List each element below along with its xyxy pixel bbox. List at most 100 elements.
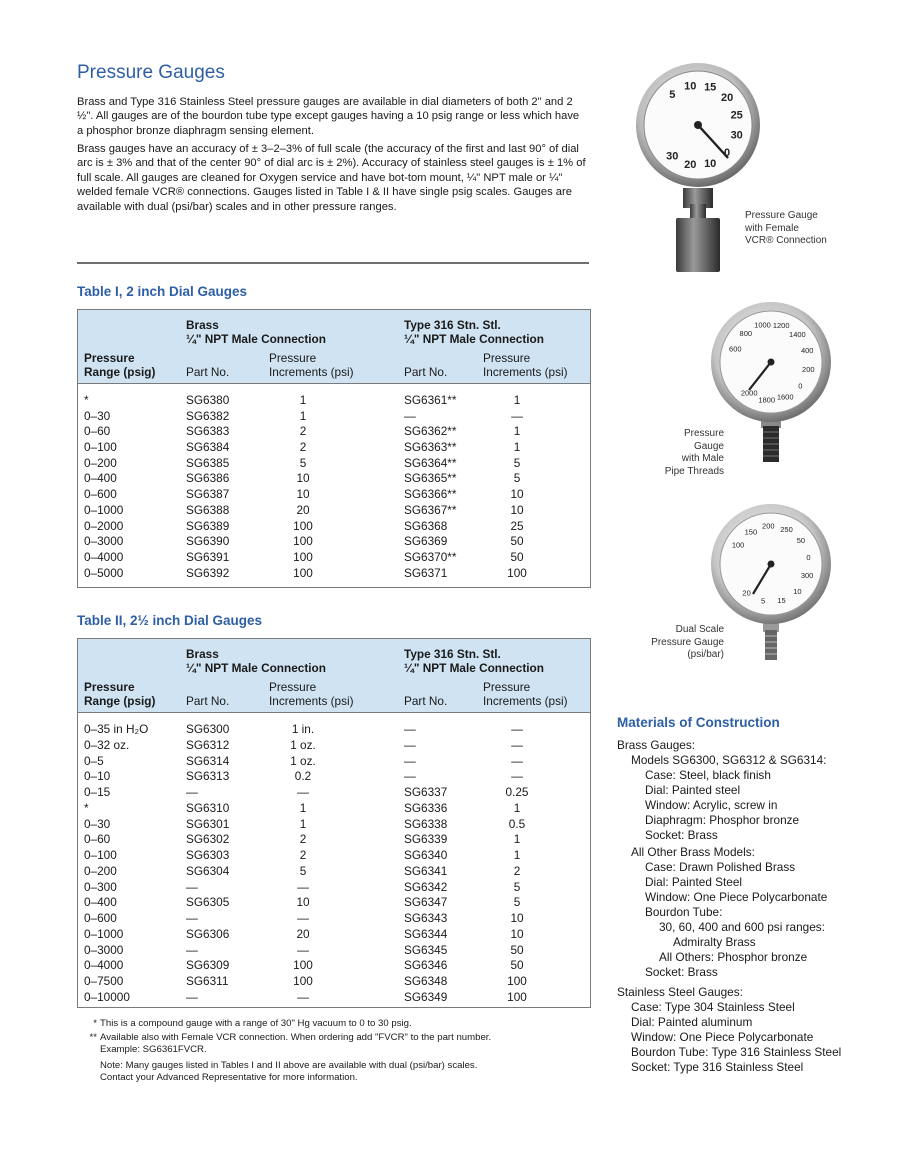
ss-increment-cell: 0.5 xyxy=(508,816,526,831)
materials-line: All Others: Phosphor bronze xyxy=(659,950,808,964)
dial-numeral: 2000 xyxy=(741,389,758,398)
ss-increments-heading-2: Increments (psi) xyxy=(483,694,568,708)
ss-increment-cell: 1 xyxy=(513,440,521,455)
pressure-range-cell: 0–1000 xyxy=(84,502,124,517)
brass-part-no-cell: SG6311 xyxy=(186,974,229,988)
pressure-range-cell: 0–2000 xyxy=(84,518,124,533)
ss-increment-cell: — xyxy=(511,737,523,752)
caption-line: Dual Scale xyxy=(675,624,724,635)
dial-numeral: 250 xyxy=(780,525,793,534)
dial-numeral: 50 xyxy=(797,536,805,545)
brass-increment-cell: 10 xyxy=(296,895,310,910)
footnote-text: This is a compound gauge with a range of… xyxy=(100,1018,412,1029)
footnote-mark: * xyxy=(93,1018,97,1029)
ss-increment-cell: — xyxy=(511,769,523,784)
gauge-needle xyxy=(748,361,772,391)
ss-heading: Type 316 Stn. Stl. xyxy=(404,318,501,332)
ss-increment-cell: 10 xyxy=(510,502,524,517)
materials-line: Dial: Painted Steel xyxy=(645,875,743,889)
pressure-range-cell: * xyxy=(84,393,89,407)
footnote-note-2: Contact your Advanced Representative for… xyxy=(100,1072,358,1083)
dial-numeral: 15 xyxy=(704,82,716,94)
materials-line: Brass Gauges: xyxy=(617,738,696,752)
table1: Brass ¼" NPT Male Connection Type 316 St… xyxy=(77,309,591,588)
brass-part-no-cell: SG6391 xyxy=(186,549,230,564)
ss-increment-cell: 0.25 xyxy=(505,785,529,799)
table1-header: Brass ¼" NPT Male Connection Type 316 St… xyxy=(78,310,590,384)
ss-part-no-cell: SG6341 xyxy=(404,863,448,878)
pressure-range-cell: * xyxy=(84,800,89,815)
ss-part-no-cell: SG6348 xyxy=(404,974,448,988)
gauge3-caption: Dual Scale Pressure Gauge (psi/bar) xyxy=(648,624,724,662)
ss-part-no-cell: SG6339 xyxy=(404,832,448,847)
materials-title: Materials of Construction xyxy=(617,715,780,730)
ss-part-no-cell: SG6345 xyxy=(404,942,448,957)
materials-line: Models SG6300, SG6312 & SG6314: xyxy=(631,753,827,767)
table2: Brass ¼" NPT Male Connection Type 316 St… xyxy=(77,638,591,1008)
materials-line: Socket: Type 316 Stainless Steel xyxy=(631,1060,804,1074)
ss-part-no-cell: SG6343 xyxy=(404,911,448,925)
pressure-range-cell: 0–3000 xyxy=(84,534,124,549)
pressure-range-cell: 0–15 xyxy=(84,785,111,799)
pressure-range-cell: 0–400 xyxy=(84,471,117,486)
dial-numeral: 10 xyxy=(793,587,801,596)
materials-line: Window: One Piece Polycarbonate xyxy=(645,890,828,904)
ss-increment-cell: — xyxy=(511,722,523,736)
brass-part-no-cell: SG6387 xyxy=(186,487,230,502)
brass-part-no-cell: — xyxy=(186,942,198,957)
footnote-star: *This is a compound gauge with a range o… xyxy=(84,1018,584,1030)
dial-numeral: 300 xyxy=(801,571,814,580)
pressure-range-cell: 0–400 xyxy=(84,895,117,910)
brass-increment-cell: 100 xyxy=(293,549,313,564)
dial-numeral: 30 xyxy=(666,150,678,162)
brass-increment-cell: — xyxy=(297,879,309,894)
dial-numeral: 1000 xyxy=(754,321,771,330)
brass-connection-heading: ¼" NPT Male Connection xyxy=(186,661,326,675)
gauge-pipe-thread xyxy=(765,630,777,660)
brass-increment-cell: 2 xyxy=(299,440,307,455)
brass-increment-cell: 100 xyxy=(293,958,313,973)
ss-part-no-cell: SG6370** xyxy=(404,549,457,564)
ss-part-no-cell: SG6369 xyxy=(404,534,448,549)
brass-increment-cell: 1 xyxy=(299,408,307,423)
caption-line: Pressure Gauge xyxy=(651,636,724,648)
ss-increment-cell: 5 xyxy=(513,455,521,470)
ss-part-no-heading: Part No. xyxy=(404,365,448,379)
brass-part-no-cell: — xyxy=(186,911,198,925)
ss-increment-cell: 100 xyxy=(507,565,527,580)
dial-numeral: 25 xyxy=(731,110,743,122)
ss-part-no-cell: — xyxy=(404,408,416,423)
pressure-range-cell: 0–200 xyxy=(84,863,117,878)
pressure-range-cell: 0–3000 xyxy=(84,942,124,957)
dial-numeral: 15 xyxy=(777,596,785,605)
dial-numeral: 1200 xyxy=(773,321,790,330)
materials-line: Window: One Piece Polycarbonate xyxy=(631,1030,814,1044)
gauge-stem-neck xyxy=(690,204,706,218)
brass-part-no-cell: SG6380 xyxy=(186,393,230,407)
caption-line: with Female xyxy=(745,222,799,234)
ss-increment-cell: 50 xyxy=(510,958,524,973)
gauge-hub xyxy=(694,121,702,129)
dial-numeral: 20 xyxy=(742,589,750,598)
ss-part-no-cell: SG6337 xyxy=(404,785,448,799)
brass-connection-heading: ¼" NPT Male Connection xyxy=(186,332,326,346)
pressure-range-cell: 0–7500 xyxy=(84,974,124,988)
ss-part-no-cell: SG6346 xyxy=(404,958,448,973)
ss-increment-cell: 10 xyxy=(510,911,524,925)
dial-numeral: 1800 xyxy=(758,395,775,404)
gauge-hub xyxy=(767,560,775,568)
pressure-range-cell: 0–100 xyxy=(84,440,117,455)
pressure-range-cell: 0–4000 xyxy=(84,958,124,973)
pressure-range-cell: 0–60 xyxy=(84,424,111,439)
ss-part-no-cell: SG6365** xyxy=(404,471,457,486)
gauge2-caption: Pressure Gauge with Male Pipe Threads xyxy=(652,428,724,478)
dial-numeral: 200 xyxy=(762,522,775,531)
